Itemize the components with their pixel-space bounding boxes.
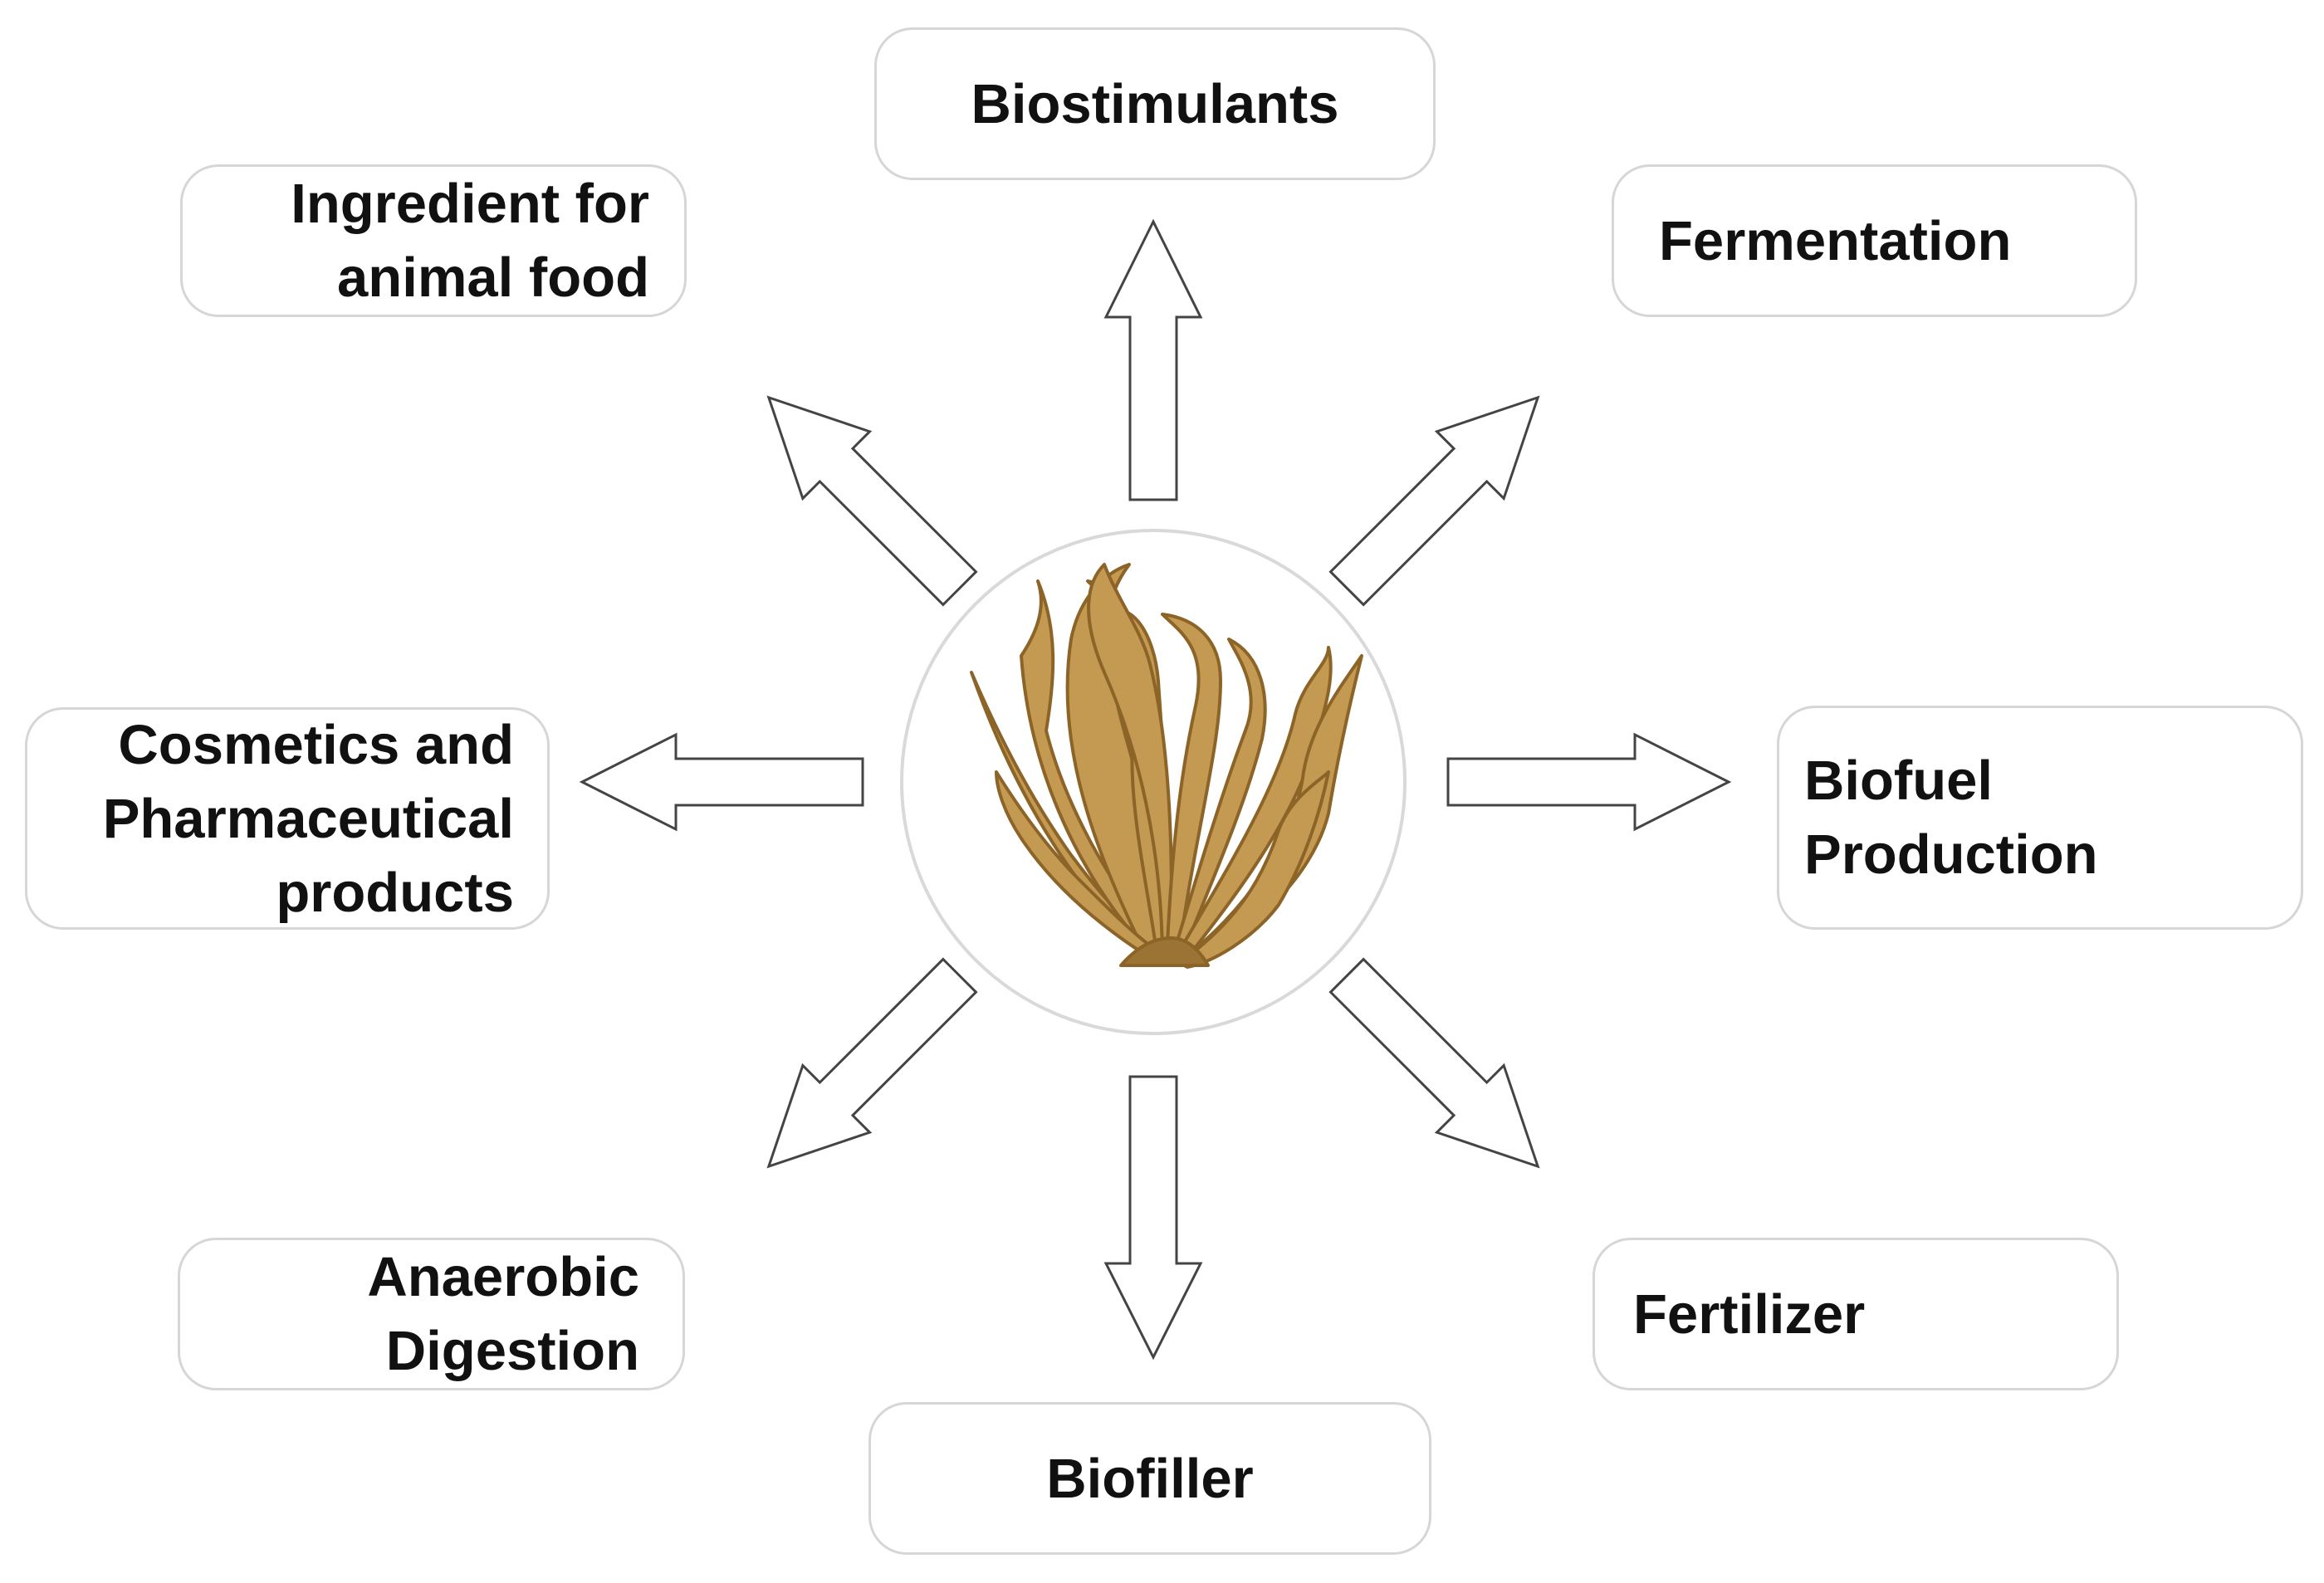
arrow-biofuel — [1446, 732, 1732, 832]
box-animal-food: Ingredient for animal food — [180, 164, 687, 317]
box-animal-food-line-2: animal food — [337, 247, 649, 309]
box-fermentation-line-1: Fermentation — [1659, 209, 2012, 272]
box-biostimulants-line-1: Biostimulants — [971, 72, 1339, 135]
arrow-biostimulants — [1103, 218, 1203, 501]
arrow-fermentation — [1328, 395, 1540, 607]
box-cosmetics-line-3: products — [276, 861, 514, 924]
arrow-animal-food — [766, 395, 978, 607]
box-biofuel-line-1: Biofuel — [1804, 750, 1994, 812]
box-fertilizer: Fertilizer — [1593, 1238, 2119, 1390]
box-cosmetics: Cosmetics and Pharmaceutical products — [25, 707, 550, 930]
arrow-cosmetics — [579, 732, 864, 832]
box-animal-food-line-1: Ingredient for — [291, 173, 649, 235]
box-fermentation: Fermentation — [1612, 164, 2137, 317]
box-anaerobic-line-1: Anaerobic — [367, 1246, 639, 1308]
box-cosmetics-line-2: Pharmaceutical — [102, 787, 514, 850]
arrow-biofiller — [1103, 1075, 1203, 1361]
box-anaerobic-line-2: Digestion — [385, 1320, 639, 1382]
box-cosmetics-line-1: Cosmetics and — [118, 713, 514, 776]
arrow-anaerobic — [766, 957, 978, 1169]
box-biostimulants: Biostimulants — [874, 27, 1436, 180]
box-biofuel-line-2: Production — [1804, 823, 2098, 886]
box-biofiller: Biofiller — [868, 1402, 1431, 1555]
box-biofuel: Biofuel Production — [1777, 706, 2303, 930]
arrow-fertilizer — [1328, 957, 1540, 1169]
seaweed-icon — [970, 563, 1363, 969]
box-biofiller-line-1: Biofiller — [1046, 1447, 1254, 1510]
box-anaerobic: Anaerobic Digestion — [178, 1238, 685, 1390]
box-fertilizer-line-1: Fertilizer — [1633, 1283, 1866, 1346]
